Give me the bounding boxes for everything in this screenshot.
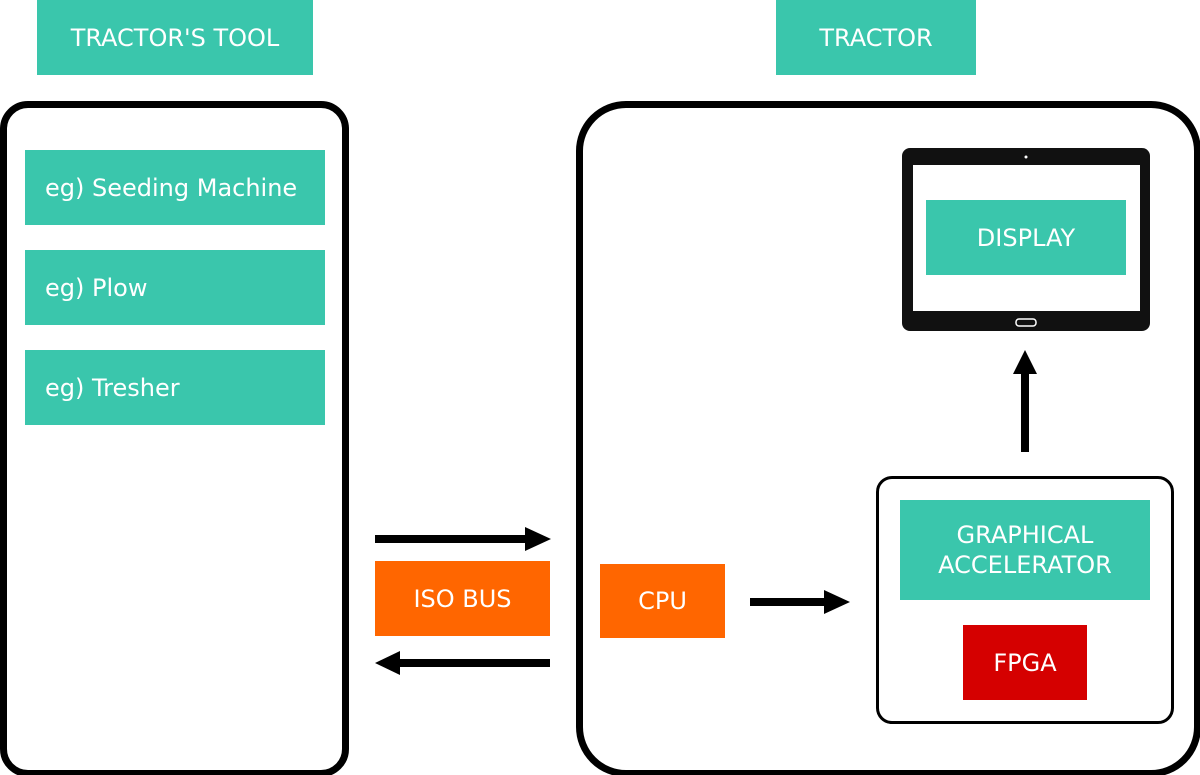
tractor-tool-header: TRACTOR'S TOOL [37, 0, 313, 75]
bus-arrow-right [375, 527, 551, 551]
graphical-accelerator-line1: GRAPHICAL [956, 521, 1094, 549]
tool-item-plow: eg) Plow [25, 250, 325, 325]
accelerator-to-display-arrow [1013, 350, 1037, 452]
tool-item-tresher: eg) Tresher [25, 350, 325, 425]
tractor-header: TRACTOR [776, 0, 976, 75]
tool-item-seeding-machine: eg) Seeding Machine [25, 150, 325, 225]
bus-arrow-left [375, 651, 550, 675]
display-block: DISPLAY [926, 200, 1126, 275]
iso-bus-block: ISO BUS [375, 561, 550, 636]
graphical-accelerator-block: GRAPHICAL ACCELERATOR [900, 500, 1150, 600]
graphical-accelerator-line2: ACCELERATOR [938, 551, 1112, 579]
fpga-block: FPGA [963, 625, 1087, 700]
cpu-block: CPU [600, 564, 725, 638]
cpu-to-accelerator-arrow [750, 590, 850, 614]
